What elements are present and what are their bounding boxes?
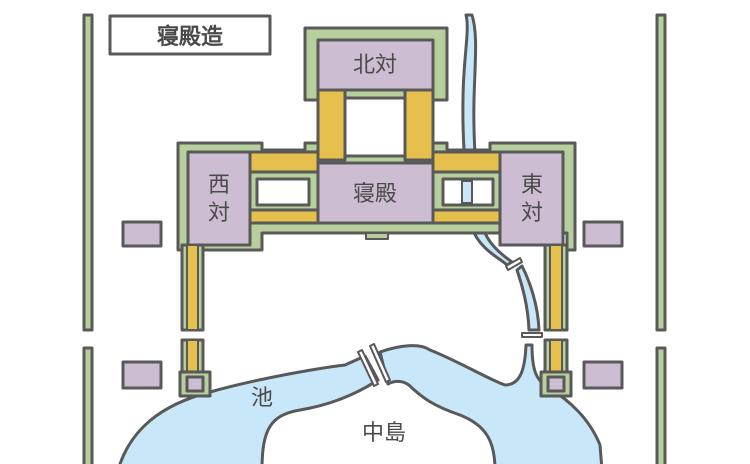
bridge-pond xyxy=(357,343,391,387)
east-annex-upper xyxy=(582,220,624,248)
title: 寝殿造 xyxy=(157,24,223,50)
main-hall-step xyxy=(365,232,389,240)
east-pavilion-label-bottom: 対 xyxy=(521,201,543,226)
east-wall-lower xyxy=(655,346,667,464)
west-annex-upper xyxy=(121,220,163,248)
stream-middle xyxy=(515,264,541,332)
east-wall-upper xyxy=(655,13,667,332)
east-annex-lower xyxy=(582,360,624,390)
island-label: 中島 xyxy=(362,421,406,446)
north-corridor-west xyxy=(316,88,347,162)
pond xyxy=(118,354,380,464)
west-annex-lower xyxy=(121,360,163,390)
east-pavilion-label-top: 東 xyxy=(521,173,543,198)
west-wall-lower xyxy=(82,346,94,464)
east-window-stream xyxy=(461,180,473,204)
west-corridor-upper xyxy=(248,150,320,174)
west-window xyxy=(255,177,311,207)
pond-east xyxy=(378,343,604,464)
main-hall-label: 寝殿 xyxy=(353,182,397,207)
west-pavilion-label-bottom: 対 xyxy=(208,201,230,226)
west-pavilion xyxy=(186,150,252,247)
bridge-stream xyxy=(505,257,543,338)
west-wall-upper xyxy=(82,13,94,332)
east-corridor-upper xyxy=(431,150,502,174)
title-box xyxy=(108,14,272,56)
west-corridor-lower xyxy=(248,208,320,225)
east-pavilion xyxy=(498,150,565,247)
north-corridor-east xyxy=(403,88,435,162)
courtyard-north xyxy=(343,96,407,158)
west-pavilion-label-top: 西 xyxy=(208,173,230,198)
pond-label: 池 xyxy=(251,386,273,411)
east-corridor-lower xyxy=(431,208,502,225)
main-hall xyxy=(316,161,435,225)
north-pavilion-label: 北対 xyxy=(353,53,397,78)
east-south-corridor xyxy=(539,243,573,398)
west-south-corridor xyxy=(178,243,212,398)
north-pavilion xyxy=(316,38,435,92)
